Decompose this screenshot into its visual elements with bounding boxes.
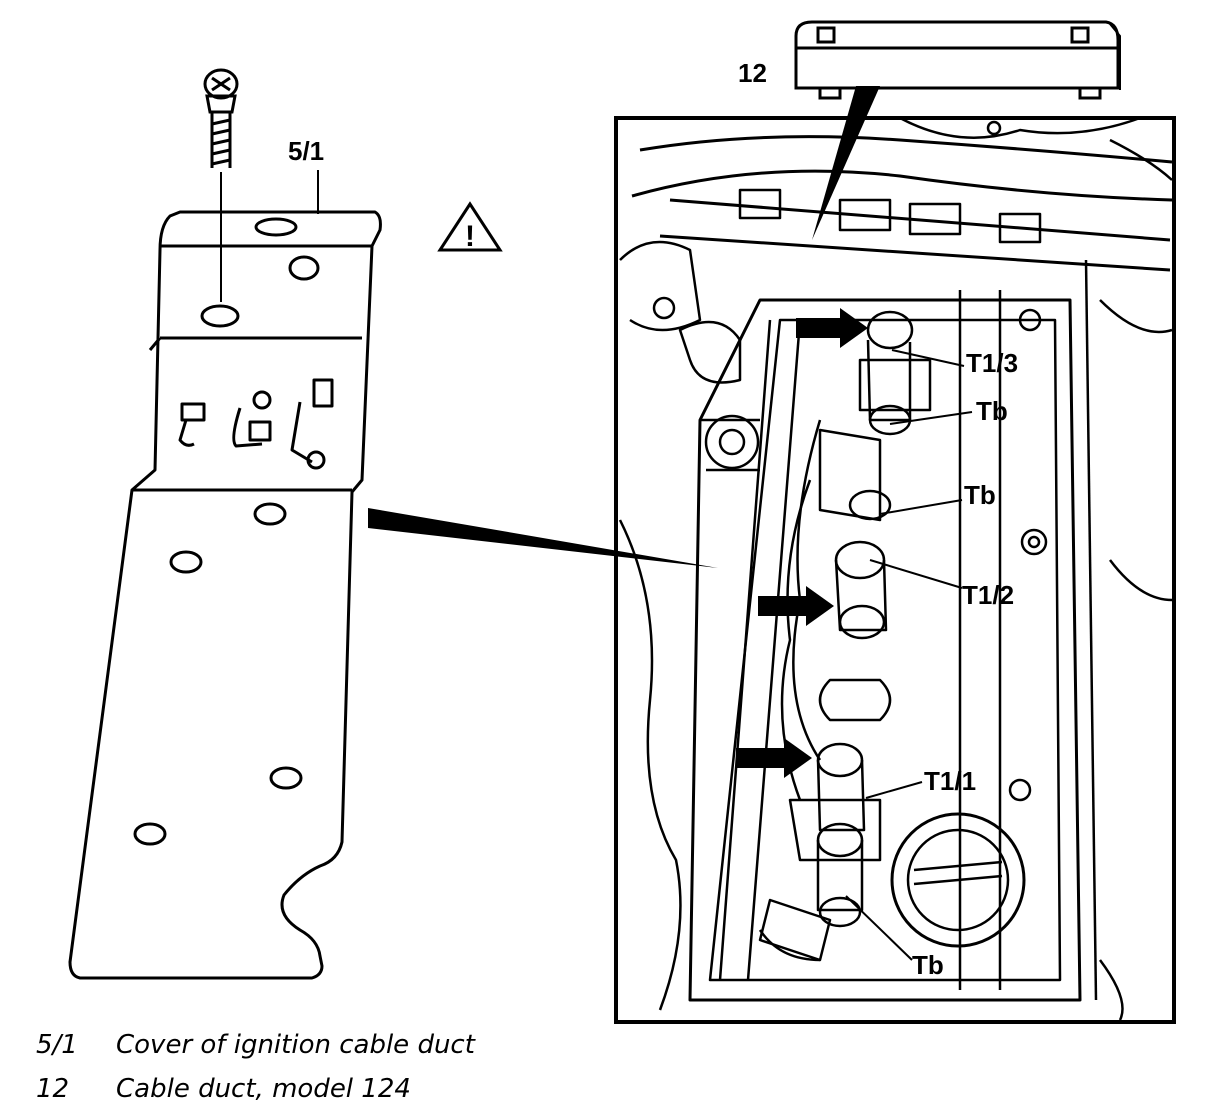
cover-plate-drawing — [68, 210, 382, 980]
legend-row-2: 12 Cable duct, model 124 — [36, 1074, 411, 1104]
label-tb-2: Tb — [964, 480, 996, 510]
label-tb-3: Tb — [912, 950, 944, 980]
warning-triangle-icon: ! — [437, 201, 503, 253]
pointer-wedge — [368, 508, 718, 568]
legend-text: Cable duct, model 124 — [116, 1074, 411, 1104]
duct-pointer-wedge — [812, 86, 880, 240]
legend-code: 12 — [36, 1074, 70, 1104]
legend-row-1: 5/1 Cover of ignition cable duct — [36, 1030, 475, 1060]
legend-code: 5/1 — [36, 1030, 78, 1060]
leader-lines — [317, 170, 973, 961]
direction-arrows — [736, 308, 868, 778]
label-cover: 5/1 — [288, 136, 324, 166]
svg-text:!: ! — [465, 220, 475, 253]
label-duct: 12 — [738, 58, 767, 88]
label-coil-3: T1/3 — [966, 348, 1018, 378]
engine-view-frame — [614, 116, 1176, 1024]
cable-duct-part — [794, 20, 1121, 100]
engine-view-drawing — [618, 116, 1173, 1021]
screw-drawing — [203, 68, 239, 302]
label-coil-1: T1/1 — [924, 766, 976, 796]
label-tb-1: Tb — [976, 396, 1008, 426]
arrow-top — [796, 308, 868, 348]
label-coil-2: T1/2 — [962, 580, 1014, 610]
legend-text: Cover of ignition cable duct — [116, 1030, 475, 1060]
arrow-middle — [758, 586, 834, 626]
arrow-bottom — [736, 738, 812, 778]
